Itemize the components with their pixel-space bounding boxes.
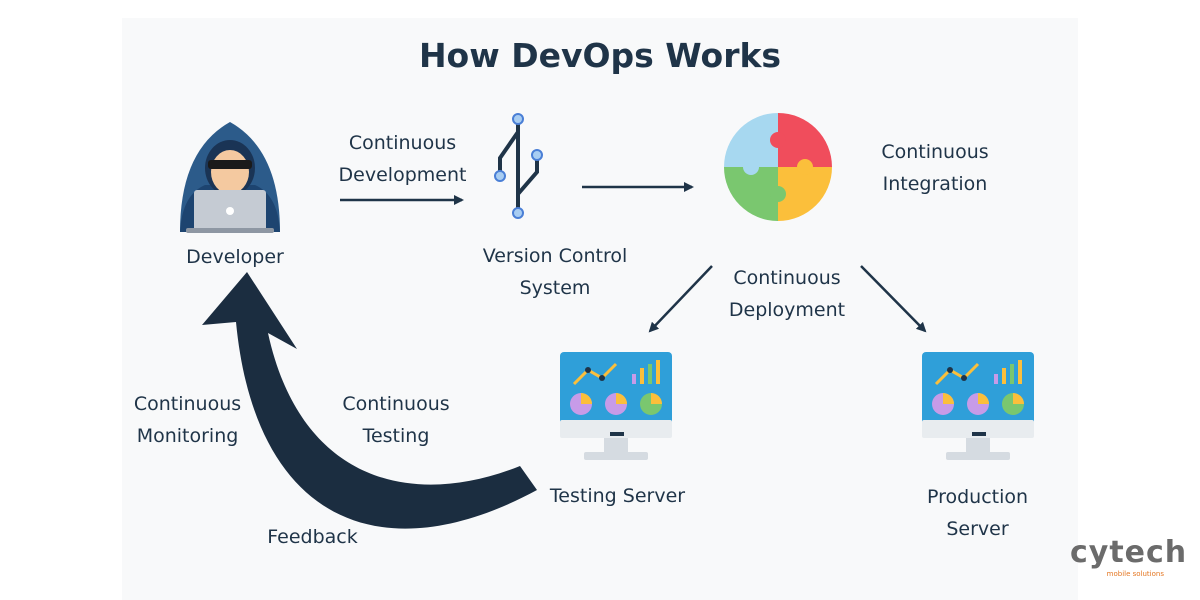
arrow-deploy-testing [648, 265, 713, 333]
stage-integration-label: Continuous Integration [881, 141, 989, 195]
stage-development-label: Continuous Development [338, 132, 467, 186]
hacker-icon [180, 122, 280, 233]
diagram-title: How DevOps Works [418, 36, 782, 75]
developer-label: Developer [186, 246, 284, 268]
monitor-dashboard-icon [560, 352, 672, 460]
puzzle-icon [724, 113, 832, 221]
monitor-dashboard-icon [922, 352, 1034, 460]
stage-testing-label: Continuous Testing [342, 393, 450, 447]
vcs-label: Version Control System [482, 245, 628, 299]
logo-wordmark: cytech [1070, 535, 1188, 570]
production-server-label: Production Server [926, 486, 1029, 540]
diagram-panel [122, 18, 1078, 600]
feedback-arrow [202, 272, 537, 529]
arrow-deploy-production [860, 265, 927, 333]
testing-server-label: Testing Server [549, 485, 686, 507]
stage-monitoring-label: Continuous Monitoring [133, 393, 242, 447]
stage-deployment-label: Continuous Deployment [728, 267, 846, 321]
cytech-logo: cytech mobile solutions [1070, 535, 1188, 582]
logo-tagline: mobile solutions [1106, 570, 1164, 578]
git-branch-icon [494, 113, 543, 219]
stage-feedback-label: Feedback [267, 526, 358, 548]
